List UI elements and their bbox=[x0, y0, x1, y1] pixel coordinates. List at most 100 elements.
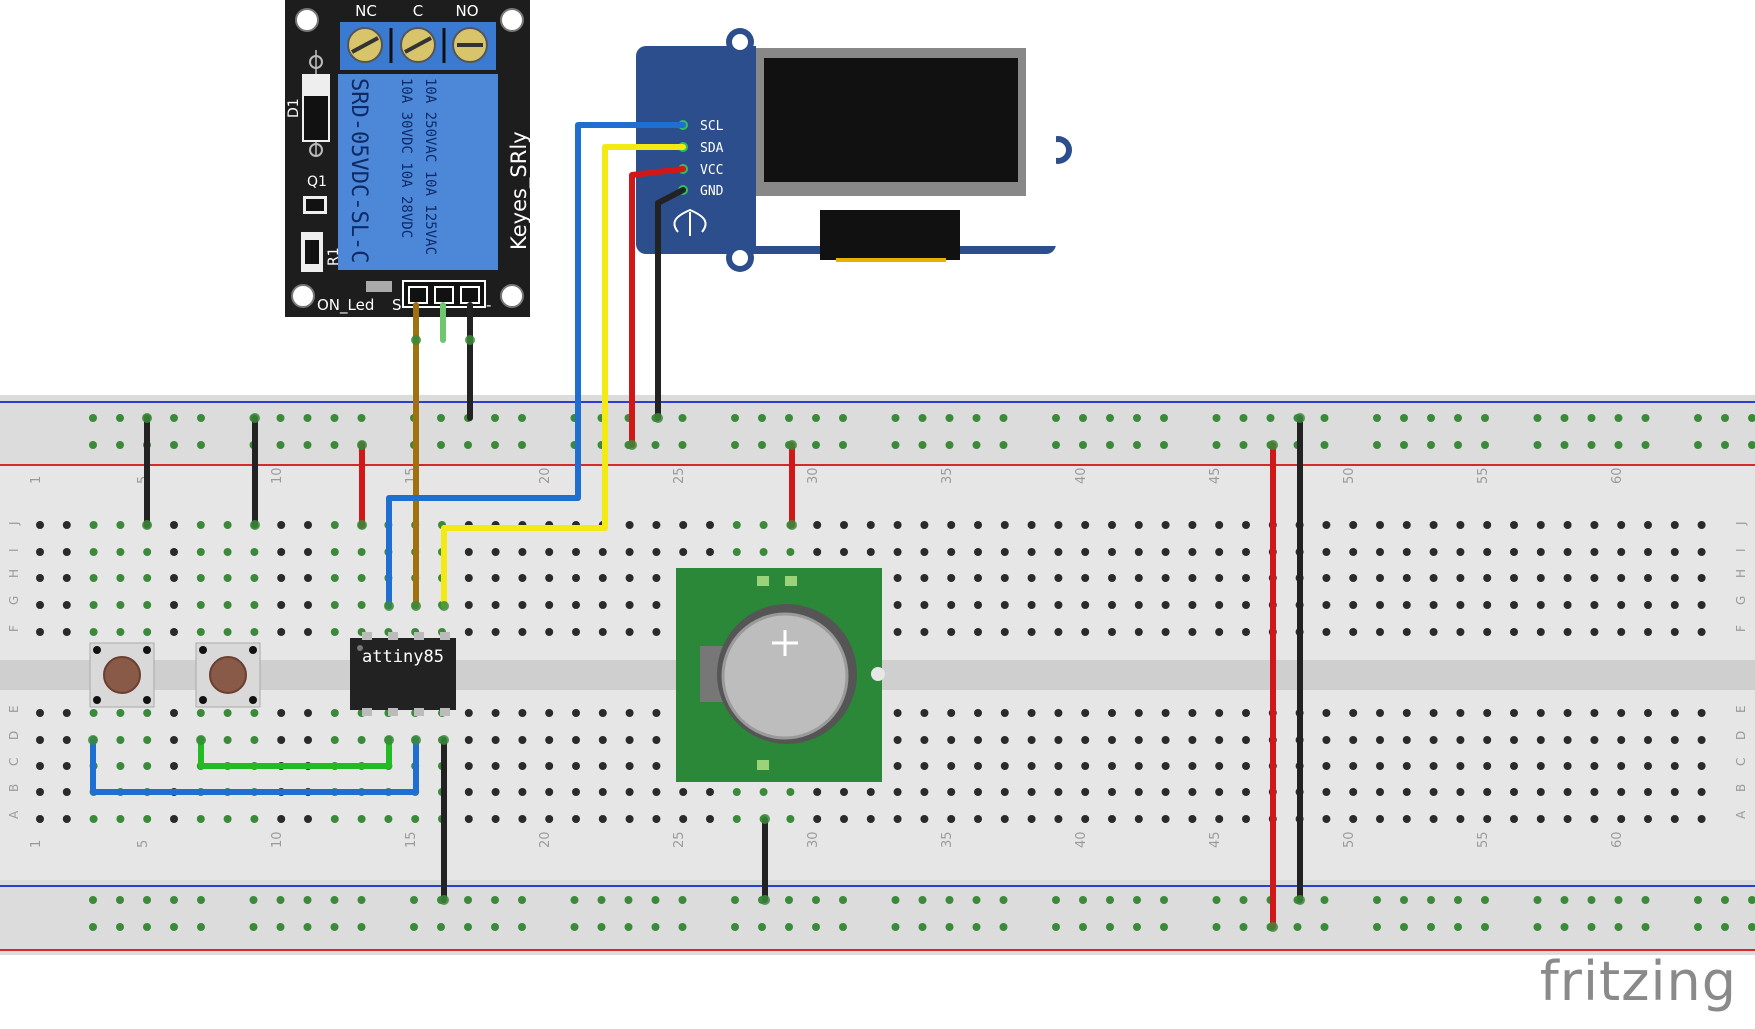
breadboard-hole bbox=[1373, 441, 1381, 449]
breadboard-hole bbox=[1402, 815, 1411, 823]
breadboard-hole bbox=[1510, 815, 1518, 823]
breadboard-hole bbox=[1079, 414, 1087, 422]
breadboard-hole bbox=[893, 601, 902, 609]
breadboard-hole bbox=[62, 736, 71, 744]
breadboard-hole bbox=[1161, 601, 1170, 609]
breadboard-hole bbox=[625, 601, 634, 609]
breadboard-hole bbox=[918, 414, 927, 422]
breadboard-hole bbox=[1563, 736, 1572, 744]
breadboard-hole bbox=[1242, 762, 1250, 770]
breadboard-hole bbox=[223, 521, 232, 529]
push-button-2 bbox=[195, 642, 261, 708]
breadboard-hole bbox=[1134, 709, 1143, 717]
breadboard-hole bbox=[1644, 628, 1652, 636]
row-letter: G bbox=[1734, 596, 1748, 605]
breadboard-hole bbox=[1536, 709, 1545, 717]
breadboard-hole bbox=[840, 815, 848, 823]
breadboard-hole bbox=[89, 601, 98, 609]
breadboard-hole bbox=[1293, 923, 1302, 931]
breadboard-hole bbox=[1402, 709, 1411, 717]
breadboard-hole bbox=[1027, 788, 1036, 796]
breadboard-hole bbox=[1587, 441, 1596, 449]
breadboard-hole bbox=[1188, 601, 1197, 609]
breadboard-hole bbox=[36, 628, 44, 636]
breadboard-hole bbox=[1000, 736, 1009, 744]
row-letter: A bbox=[7, 810, 21, 819]
breadboard-hole bbox=[1590, 736, 1599, 744]
breadboard-hole bbox=[597, 923, 606, 931]
column-number: 5 bbox=[136, 476, 151, 484]
breadboard-hole bbox=[598, 628, 607, 636]
column-number: 45 bbox=[1208, 467, 1223, 484]
breadboard-hole bbox=[891, 441, 900, 449]
breadboard-hole bbox=[518, 441, 526, 449]
breadboard-hole bbox=[1027, 709, 1036, 717]
breadboard-hole bbox=[920, 736, 929, 744]
breadboard-hole bbox=[1081, 574, 1090, 582]
chip-pin1-marker bbox=[357, 645, 363, 651]
breadboard-hole bbox=[1483, 521, 1492, 529]
breadboard-hole bbox=[357, 815, 366, 823]
breadboard-hole bbox=[598, 736, 607, 744]
breadboard-hole bbox=[866, 788, 875, 796]
oled-pin-label: SDA bbox=[700, 141, 724, 156]
breadboard-hole bbox=[545, 736, 554, 744]
breadboard-hole bbox=[545, 788, 554, 796]
breadboard-hole bbox=[1617, 815, 1626, 823]
row-letter: F bbox=[7, 625, 21, 632]
breadboard-hole bbox=[1376, 548, 1384, 556]
breadboard-hole bbox=[491, 441, 499, 449]
breadboard-hole bbox=[330, 414, 339, 422]
breadboard-hole bbox=[170, 628, 178, 636]
breadboard-hole bbox=[1560, 441, 1569, 449]
breadboard-hole bbox=[410, 896, 418, 904]
breadboard-hole bbox=[1134, 762, 1143, 770]
breadboard-hole bbox=[303, 896, 312, 904]
breadboard-hole bbox=[1027, 628, 1036, 636]
breadboard-hole bbox=[116, 521, 125, 529]
breadboard-hole bbox=[1670, 548, 1679, 556]
breadboard-hole bbox=[1427, 441, 1435, 449]
breadboard-hole bbox=[62, 521, 71, 529]
breadboard-hole bbox=[652, 815, 661, 823]
breadboard-hole bbox=[89, 896, 97, 904]
column-number: 60 bbox=[1610, 831, 1625, 848]
breadboard-hole bbox=[330, 548, 339, 556]
breadboard-hole bbox=[1617, 521, 1626, 529]
breadboard-hole bbox=[89, 815, 98, 823]
breadboard-hole bbox=[1081, 601, 1090, 609]
breadboard-hole bbox=[1215, 788, 1224, 796]
row-letter: D bbox=[7, 731, 21, 740]
breadboard-hole bbox=[1454, 414, 1462, 422]
breadboard-hole bbox=[1349, 601, 1358, 609]
breadboard-hole bbox=[545, 709, 554, 717]
breadboard-hole bbox=[170, 574, 178, 582]
breadboard-hole bbox=[143, 574, 152, 582]
breadboard-hole bbox=[652, 601, 661, 609]
breadboard-hole bbox=[143, 815, 152, 823]
column-number: 10 bbox=[270, 831, 285, 848]
breadboard-hole bbox=[974, 628, 982, 636]
label-s: S bbox=[392, 296, 402, 314]
wire-sda bbox=[441, 144, 686, 609]
breadboard-hole bbox=[197, 441, 205, 449]
terminal-label-c: C bbox=[413, 2, 423, 20]
breadboard-hole bbox=[1373, 414, 1381, 422]
wire-end-cap bbox=[439, 895, 449, 905]
breadboard-hole bbox=[1376, 521, 1384, 529]
breadboard-hole bbox=[572, 815, 580, 823]
breadboard-hole bbox=[1160, 923, 1168, 931]
relay-rating-1: 10A 250VAC 10A 125VAC bbox=[422, 78, 438, 255]
breadboard-hole bbox=[1402, 521, 1411, 529]
resistor-body bbox=[305, 240, 319, 264]
breadboard-hole bbox=[1670, 762, 1679, 770]
breadboard-hole bbox=[249, 896, 258, 904]
breadboard-hole bbox=[1161, 815, 1170, 823]
column-number: 55 bbox=[1476, 467, 1491, 484]
breadboard-hole bbox=[759, 521, 768, 529]
breadboard-hole bbox=[1242, 601, 1250, 609]
breadboard-hole bbox=[464, 762, 473, 770]
wire-end-cap bbox=[411, 335, 421, 345]
breadboard-hole bbox=[625, 548, 634, 556]
